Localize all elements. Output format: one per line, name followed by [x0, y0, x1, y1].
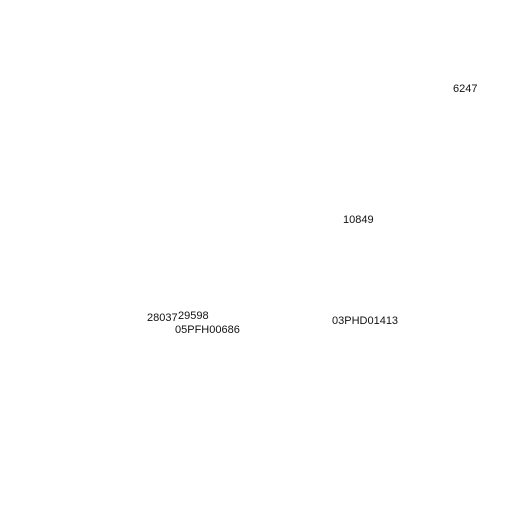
map-label-03phd01413: 03PHD01413 [332, 315, 399, 327]
map-label-28037: 28037 [147, 312, 178, 324]
map-label-6247: 6247 [453, 83, 478, 95]
map-label-05pfh00686: 05PFH00686 [175, 324, 240, 336]
map-label-29598: 29598 [178, 310, 209, 322]
map-label-10849: 10849 [343, 214, 374, 226]
